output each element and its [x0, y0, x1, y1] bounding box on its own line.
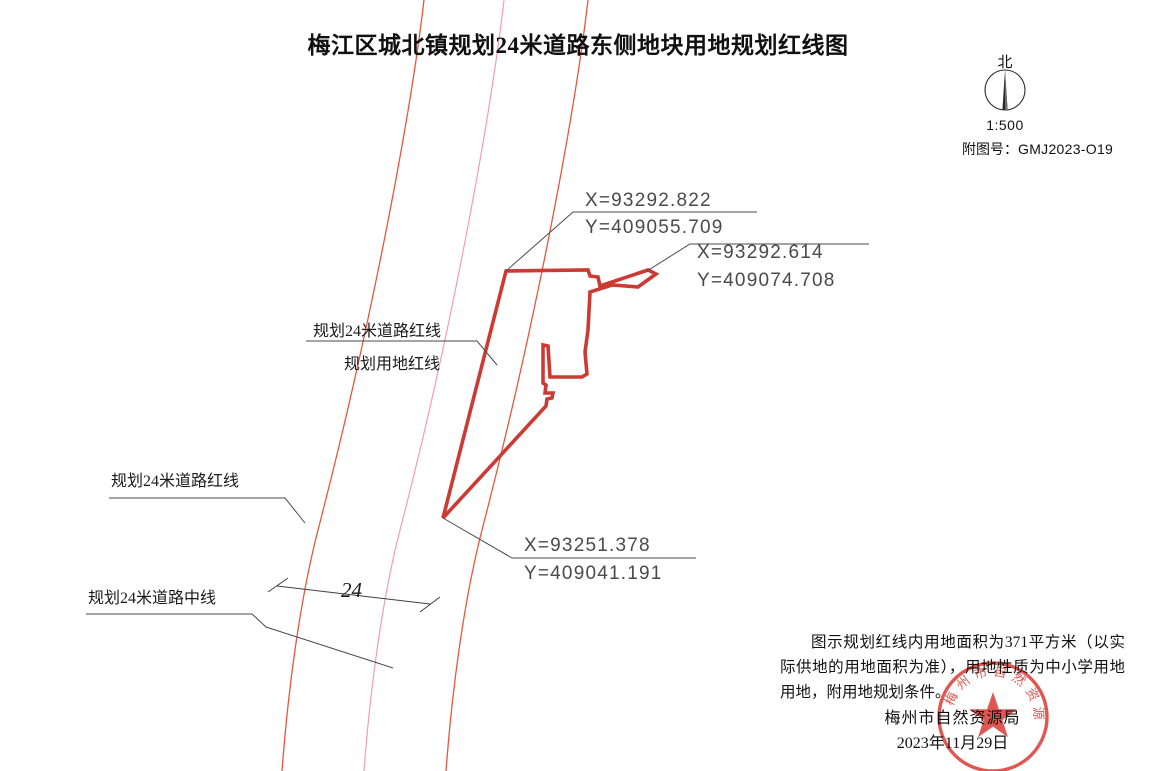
- callout-top-right-y: Y=409074.708: [697, 270, 836, 291]
- compass-rose-placeholder: [962, 73, 1048, 115]
- parcel-red-line-polygon: [441, 268, 660, 520]
- label-road-red-line-upper: 规划24米道路红线: [313, 323, 442, 340]
- callout-top-left-x: X=93292.822: [585, 190, 712, 211]
- leader-road-center-line: [86, 613, 394, 669]
- leader-callout-top-left: [505, 211, 757, 272]
- figure-number-label: 附图号：: [962, 143, 1018, 158]
- north-label: 北: [997, 55, 1013, 71]
- callout-bottom-y: Y=409041.191: [524, 563, 663, 584]
- road-lines: [281, 0, 589, 771]
- compass-scale-block: 北 1:500 附图号：GMJ2023-O19: [962, 55, 1152, 159]
- callout-top-right-x: X=93292.614: [697, 242, 824, 263]
- label-road-center-line: 规划24米道路中线: [88, 590, 217, 607]
- compass-rose-icon: [984, 69, 1026, 111]
- road-center-line: [363, 0, 505, 771]
- leader-callout-top-right: [646, 243, 869, 272]
- dimension-label-24: 24: [341, 578, 362, 602]
- issue-date: 2023年11月29日: [896, 735, 1009, 752]
- issuing-organization: 梅州市自然资源局: [884, 710, 1021, 727]
- callout-top-left-y: Y=409055.709: [585, 217, 724, 238]
- remark-text: 图示规划红线内用地面积为371平方米（以实际供地的用地面积为准），用地性质为中小…: [780, 634, 1125, 701]
- page-title: 梅江区城北镇规划24米道路东侧地块用地规划红线图: [307, 33, 849, 58]
- leader-upper-labels: [306, 340, 498, 366]
- road-red-line-east: [445, 0, 589, 771]
- road-red-line-west: [281, 0, 425, 771]
- figure-number-code: GMJ2023-O19: [1018, 141, 1114, 157]
- dimension-line-24: [267, 577, 441, 613]
- leader-road-red-line-lower: [109, 497, 306, 524]
- label-land-red-line: 规划用地红线: [344, 356, 441, 373]
- scale-label: 1:500: [986, 117, 1024, 133]
- callout-bottom-x: X=93251.378: [524, 535, 651, 556]
- signature-block: 梅州市自然资源局 2023年11月29日: [780, 706, 1125, 756]
- label-road-red-line-lower: 规划24米道路红线: [111, 473, 240, 490]
- leader-callout-bottom: [442, 517, 696, 559]
- figure-number: 附图号：GMJ2023-O19: [962, 139, 1152, 159]
